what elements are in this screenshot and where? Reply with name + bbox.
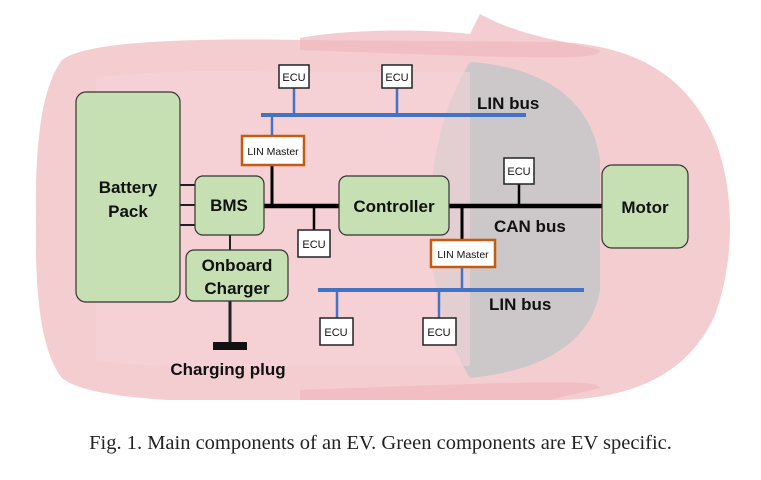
bms-label: BMS (210, 196, 248, 215)
ecu-top-right: ECU (381, 64, 413, 89)
charging-plug-label: Charging plug (170, 360, 285, 379)
ecu-can-right-label: ECU (507, 166, 530, 178)
battery-pack: Battery Pack (75, 91, 181, 303)
ecu-can-left: ECU (297, 229, 331, 258)
can-bus-label: CAN bus (494, 217, 566, 236)
motor-label: Motor (621, 198, 669, 217)
onboard-charger: Onboard Charger (185, 249, 289, 302)
charging-plug: Charging plug (170, 342, 286, 379)
lin-bus-top-label: LIN bus (477, 94, 539, 113)
ev-architecture-diagram: LIN bus LIN bus CAN bus Battery Pack BMS (35, 14, 730, 400)
ecu-top-left: ECU (278, 64, 310, 89)
lin-master-bottom: LIN Master (429, 238, 497, 269)
lin-master-top: LIN Master (240, 134, 306, 167)
battery-pack-label-2: Pack (108, 202, 148, 221)
onboard-charger-label-1: Onboard (202, 256, 273, 275)
figure-caption: Fig. 1. Main components of an EV. Green … (89, 432, 672, 454)
bms: BMS (194, 175, 265, 236)
ecu-can-left-label: ECU (302, 239, 325, 251)
controller: Controller (338, 175, 450, 236)
controller-label: Controller (353, 197, 435, 216)
ecu-bottom-left: ECU (319, 317, 354, 346)
ecu-bottom-right-label: ECU (427, 327, 450, 339)
ecu-can-right: ECU (503, 157, 535, 185)
motor: Motor (601, 164, 689, 249)
lin-bus-top: LIN bus (261, 88, 539, 136)
ecu-bottom-right: ECU (422, 317, 457, 346)
wiring (180, 184, 232, 342)
onboard-charger-label-2: Charger (204, 279, 270, 298)
lin-bus-bottom: LIN bus (318, 266, 584, 318)
lin-master-top-label: LIN Master (247, 146, 299, 158)
ecu-top-left-label: ECU (282, 72, 305, 84)
battery-pack-label-1: Battery (99, 178, 158, 197)
ecu-bottom-left-label: ECU (324, 327, 347, 339)
can-bus: CAN bus (264, 165, 602, 240)
lin-bus-bottom-label: LIN bus (489, 295, 551, 314)
lin-master-bottom-label: LIN Master (437, 249, 489, 261)
ecu-top-right-label: ECU (385, 72, 408, 84)
